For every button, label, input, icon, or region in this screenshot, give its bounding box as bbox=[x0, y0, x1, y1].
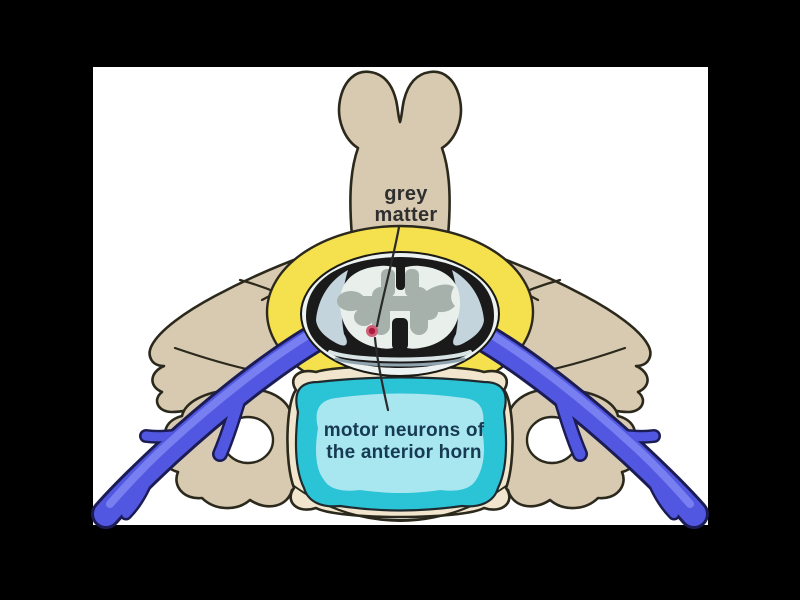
meninges-line-2 bbox=[334, 357, 466, 367]
vertebral-body-inner bbox=[316, 393, 484, 493]
left-spinal-nerve bbox=[91, 319, 337, 529]
motor-neurons-label-line2: the anterior horn bbox=[326, 442, 481, 463]
grey-matter-left-anterior-horn bbox=[354, 308, 374, 326]
spinous-process bbox=[337, 70, 463, 245]
csf-space-left bbox=[316, 270, 348, 346]
left-nerve-highlight bbox=[106, 324, 324, 508]
grey-matter-label-line2: matter bbox=[375, 204, 438, 226]
grey-matter-pointer-line bbox=[375, 225, 401, 328]
meninges-line-1 bbox=[328, 350, 472, 362]
motor-neurons-label-line1: motor neurons of bbox=[324, 420, 485, 441]
grey-matter-right-column bbox=[410, 287, 428, 335]
csf-space-right bbox=[452, 270, 484, 346]
grey-matter-label-line1: grey bbox=[384, 183, 428, 205]
right-spinal-nerve bbox=[463, 319, 709, 529]
grey-matter-label: grey matter bbox=[375, 183, 438, 226]
body-bottom-contour-2 bbox=[315, 499, 485, 523]
right-nerve-highlight bbox=[476, 324, 694, 508]
motor-neuron-dot bbox=[368, 327, 376, 335]
left-nerve-trunk bbox=[94, 322, 334, 526]
spinal-canal bbox=[300, 251, 500, 377]
grey-matter-right-anterior-horn bbox=[420, 304, 438, 320]
anterior-median-fissure bbox=[392, 318, 408, 350]
grey-matter-shape bbox=[337, 269, 455, 335]
vertebral-body bbox=[286, 364, 514, 523]
motor-neurons-label: motor neurons of the anterior horn bbox=[324, 420, 485, 463]
posterior-median-sulcus bbox=[396, 260, 405, 290]
grey-matter-left-wing bbox=[337, 291, 365, 311]
grey-matter-right-posterior-horn bbox=[405, 269, 419, 297]
right-nerve-trunk bbox=[466, 322, 706, 526]
motor-neuron-pointer-line bbox=[373, 336, 390, 412]
